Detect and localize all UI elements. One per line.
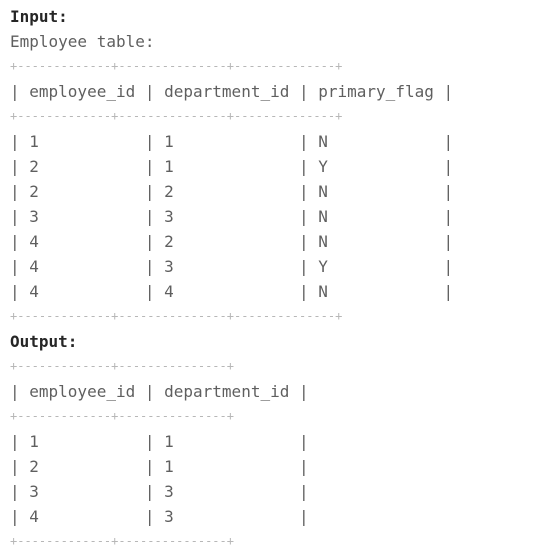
table-row: | 2 | 2 | N | [10,182,454,201]
table-border: +-------------+---------------+---------… [10,309,343,323]
table-header-row: | employee_id | department_id | [10,382,309,401]
table-border: +-------------+---------------+---------… [10,109,343,123]
table-row: | 4 | 2 | N | [10,232,454,251]
table-border: +-------------+---------------+ [10,409,234,423]
table-row: | 3 | 3 | N | [10,207,454,226]
output-label: Output: [10,332,78,351]
table-border: +-------------+---------------+ [10,359,234,373]
table-border: +-------------+---------------+---------… [10,59,343,73]
table-header-row: | employee_id | department_id | primary_… [10,82,454,101]
table-row: | 4 | 3 | Y | [10,257,454,276]
input-table: +-------------+---------------+---------… [10,54,550,329]
output-table: +-------------+---------------+ | employe… [10,354,550,554]
table-row: | 3 | 3 | [10,482,309,501]
table-row: | 1 | 1 | [10,432,309,451]
example-block: Input: Employee table: +-------------+--… [10,4,550,554]
table-border: +-------------+---------------+ [10,534,234,548]
table-row: | 4 | 3 | [10,507,309,526]
input-table-caption: Employee table: [10,32,155,51]
table-row: | 2 | 1 | [10,457,309,476]
table-row: | 4 | 4 | N | [10,282,454,301]
input-label: Input: [10,7,68,26]
table-row: | 2 | 1 | Y | [10,157,454,176]
table-row: | 1 | 1 | N | [10,132,454,151]
